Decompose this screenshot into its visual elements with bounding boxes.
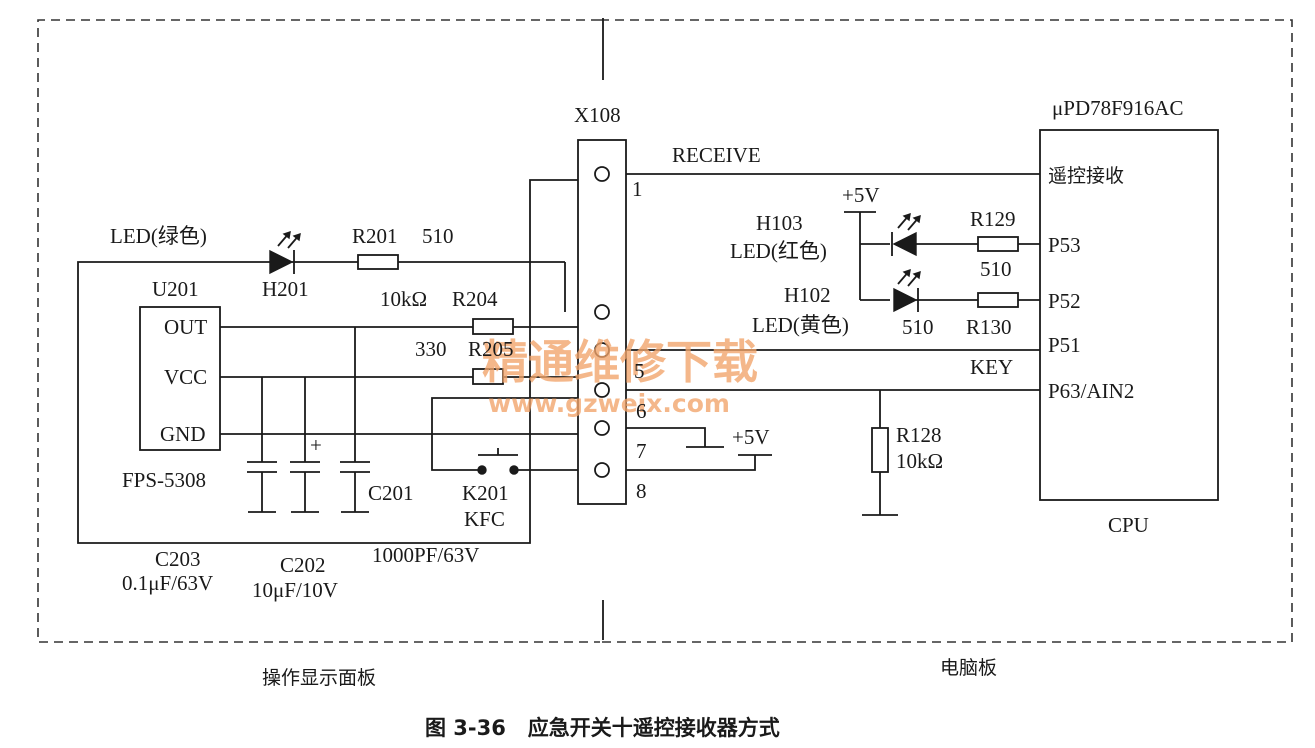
c202-ref: C202 bbox=[280, 553, 326, 577]
resistor-r205 bbox=[472, 368, 504, 385]
connector-ref: X108 bbox=[574, 103, 621, 127]
r205-ref: R205 bbox=[468, 337, 514, 361]
cpu-pin-ir-receive: 遥控接收 bbox=[1048, 165, 1124, 187]
right-board-name: 电脑板 bbox=[940, 657, 997, 679]
resistors bbox=[357, 236, 1019, 473]
h103-label: LED(红色) bbox=[730, 239, 827, 263]
watermark-text-cn: 精通维修下载 bbox=[482, 335, 758, 389]
c202-polarity: + bbox=[310, 433, 322, 457]
capacitors bbox=[247, 461, 370, 513]
c201-ref: C201 bbox=[368, 481, 414, 505]
c202-value: 10μF/10V bbox=[252, 578, 338, 602]
c201-value: 1000PF/63V bbox=[372, 543, 479, 567]
module-ref: U201 bbox=[152, 277, 199, 301]
cpu-pin-p53: P53 bbox=[1048, 233, 1081, 257]
connector-pin-1 bbox=[594, 166, 610, 182]
key-net-label: KEY bbox=[970, 355, 1013, 379]
r129-value: 510 bbox=[980, 257, 1012, 281]
cpu-part: μPD78F916AC bbox=[1052, 96, 1183, 120]
r205-value: 330 bbox=[415, 337, 447, 361]
led-h201-label: LED(绿色) bbox=[110, 224, 207, 248]
connector-pin-label-6: 6 bbox=[636, 399, 647, 423]
connector-pin-5 bbox=[594, 382, 610, 398]
right-board-labels: RECEIVE μPD78F916AC 遥控接收 P53 P52 P51 P63… bbox=[672, 96, 1183, 537]
cpu-pin-p51: P51 bbox=[1048, 333, 1081, 357]
figure-caption: 图 3-36 应急开关十遥控接收器方式 bbox=[425, 716, 780, 740]
r128-value: 10kΩ bbox=[896, 449, 943, 473]
power-symbols bbox=[686, 211, 898, 516]
watermark-text-url: www.gzweix.com bbox=[488, 389, 730, 418]
r204-value: 10kΩ bbox=[380, 287, 427, 311]
connector-body bbox=[577, 139, 627, 505]
h102-ref: H102 bbox=[784, 283, 831, 307]
module-pin-out: OUT bbox=[164, 315, 207, 339]
c203-ref: C203 bbox=[155, 547, 201, 571]
connector-pin-4 bbox=[594, 342, 610, 358]
switch-k201 bbox=[477, 448, 519, 475]
left-board-labels: LED(绿色) H201 R201 510 U201 OUT VCC GND F… bbox=[110, 224, 514, 602]
module-pin-vcc: VCC bbox=[164, 365, 207, 389]
connector-pin-6 bbox=[594, 420, 610, 436]
cpu-pin-p63: P63/AIN2 bbox=[1048, 379, 1134, 403]
r129-ref: R129 bbox=[970, 207, 1016, 231]
cpu-pin-p52: P52 bbox=[1048, 289, 1081, 313]
r204-ref: R204 bbox=[452, 287, 498, 311]
right-board-border bbox=[600, 19, 1293, 643]
r201-ref: R201 bbox=[352, 224, 398, 248]
capacitor-c203 bbox=[247, 461, 277, 513]
connector-pin-label-8: 8 bbox=[636, 479, 647, 503]
leds bbox=[269, 212, 921, 313]
switch-ref: K201 bbox=[462, 481, 509, 505]
switch-name: KFC bbox=[464, 507, 505, 531]
connector-labels: X108 1 5 6 7 8 bbox=[574, 103, 647, 503]
resistor-r201 bbox=[357, 254, 399, 270]
led-h103 bbox=[891, 212, 921, 257]
led-h201-ref: H201 bbox=[262, 277, 309, 301]
resistor-r129 bbox=[977, 236, 1019, 252]
connector-pin-label-5: 5 bbox=[634, 359, 645, 383]
connector-x108 bbox=[577, 139, 627, 505]
connector-pin-7 bbox=[594, 462, 610, 478]
led-supply-label: +5V bbox=[842, 183, 880, 207]
h102-label: LED(黄色) bbox=[752, 313, 849, 337]
led-h201 bbox=[269, 230, 301, 275]
watermark: 精通维修下载 www.gzweix.com bbox=[482, 335, 758, 418]
resistor-r204 bbox=[472, 318, 514, 335]
r130-value: 510 bbox=[902, 315, 934, 339]
r130-ref: R130 bbox=[966, 315, 1012, 339]
r128-ref: R128 bbox=[896, 423, 942, 447]
r201-value: 510 bbox=[422, 224, 454, 248]
cpu-chip bbox=[1039, 129, 1219, 501]
connector-pin-3 bbox=[594, 304, 610, 320]
connector-pin-label-7: 7 bbox=[636, 439, 647, 463]
c203-value: 0.1μF/63V bbox=[122, 571, 213, 595]
capacitor-c202 bbox=[290, 461, 320, 513]
connector-pin-label-1: 1 bbox=[632, 177, 643, 201]
h103-ref: H103 bbox=[756, 211, 803, 235]
led-h102 bbox=[893, 268, 921, 313]
capacitor-c201 bbox=[340, 461, 370, 513]
receive-net-label: RECEIVE bbox=[672, 143, 761, 167]
module-pin-gnd: GND bbox=[160, 422, 206, 446]
wiring bbox=[77, 173, 1040, 544]
board-outlines bbox=[37, 18, 1293, 643]
resistor-r128 bbox=[871, 427, 889, 473]
left-board-name: 操作显示面板 bbox=[262, 667, 376, 689]
module-part: FPS-5308 bbox=[122, 468, 206, 492]
ir-receiver-module-u201 bbox=[139, 306, 221, 451]
resistor-r130 bbox=[977, 292, 1019, 308]
left-board-border bbox=[37, 19, 600, 643]
cpu-label: CPU bbox=[1108, 513, 1149, 537]
pin7-supply-label: +5V bbox=[732, 425, 770, 449]
